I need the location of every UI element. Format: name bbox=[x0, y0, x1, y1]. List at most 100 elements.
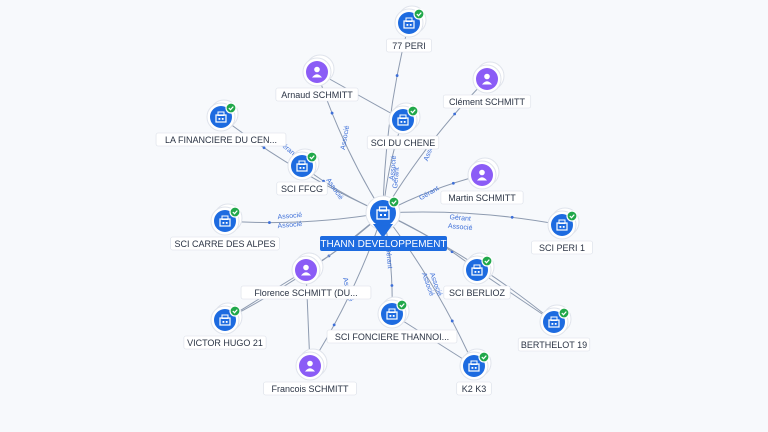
check-icon bbox=[478, 351, 490, 363]
node-label-bg bbox=[442, 94, 532, 109]
center-label: THANN DEVELOPPEMENT bbox=[320, 239, 446, 250]
company-node[interactable]: LA FINANCIERE DU CEN... bbox=[155, 99, 287, 147]
edge-arrow bbox=[268, 221, 271, 224]
node-label-bg bbox=[366, 135, 440, 150]
center-label-bg bbox=[320, 236, 447, 251]
secondary-edge bbox=[476, 269, 555, 323]
node-label-bg bbox=[456, 381, 492, 396]
check-icon bbox=[229, 206, 241, 218]
node-label: Francois SCHMITT bbox=[271, 384, 349, 394]
edge-label: Gérant bbox=[449, 214, 471, 223]
node-label: SCI CARRE DES ALPES bbox=[174, 239, 275, 249]
check-icon bbox=[407, 105, 419, 117]
secondary-edge bbox=[316, 71, 404, 121]
check-icon bbox=[481, 255, 493, 267]
relationship-edge bbox=[224, 212, 384, 224]
edge-label: Associé bbox=[389, 155, 398, 180]
company-node[interactable]: VICTOR HUGO 21 bbox=[183, 302, 267, 350]
building-icon bbox=[468, 360, 480, 372]
edge-label: Associé bbox=[448, 223, 473, 232]
edge-arrow bbox=[510, 215, 514, 219]
edge-arrow bbox=[262, 146, 266, 150]
node-label: Florence SCHMITT (DU... bbox=[254, 288, 357, 298]
node-label-bg bbox=[275, 87, 359, 102]
company-node[interactable]: SCI FONCIERE THANNOI... bbox=[326, 296, 458, 344]
company-node[interactable]: SCI CARRE DES ALPES bbox=[170, 203, 280, 251]
node-label: SCI FONCIERE THANNOI... bbox=[335, 332, 449, 342]
person-icon bbox=[301, 264, 311, 276]
edge-arrow bbox=[395, 74, 399, 77]
company-node[interactable]: SCI BERLIOZ bbox=[443, 252, 511, 300]
edge-arrow bbox=[390, 284, 394, 287]
node-label-bg bbox=[276, 181, 328, 196]
person-icon bbox=[312, 66, 322, 78]
node-label: K2 K3 bbox=[462, 384, 487, 394]
person-node[interactable]: Martin SCHMITT bbox=[440, 157, 524, 205]
building-icon bbox=[556, 219, 568, 231]
company-node[interactable]: BERTHELOT 19 bbox=[517, 304, 591, 352]
edge-label: Gérant bbox=[392, 167, 401, 189]
company-node[interactable]: SCI PERI 1 bbox=[531, 207, 593, 255]
edge-label: Associé bbox=[340, 125, 351, 150]
company-node[interactable]: K2 K3 bbox=[456, 348, 492, 396]
edge-label: Gérant bbox=[418, 185, 440, 202]
check-icon bbox=[306, 151, 318, 163]
person-node[interactable]: Clément SCHMITT bbox=[442, 61, 532, 109]
node-label-bg bbox=[240, 285, 372, 300]
building-icon bbox=[215, 111, 227, 123]
node-label: VICTOR HUGO 21 bbox=[187, 338, 263, 348]
edge-arrow bbox=[450, 319, 454, 323]
company-node[interactable]: SCI FFCG bbox=[276, 148, 328, 196]
building-icon bbox=[376, 206, 390, 220]
check-icon bbox=[388, 196, 400, 208]
edge-label: Gérant bbox=[384, 247, 393, 269]
person-icon bbox=[305, 360, 315, 372]
building-icon bbox=[471, 264, 483, 276]
building-icon bbox=[219, 215, 231, 227]
node-label-bg bbox=[326, 329, 458, 344]
person-node[interactable]: Florence SCHMITT (DU... bbox=[240, 252, 372, 300]
node-label: BERTHELOT 19 bbox=[521, 340, 587, 350]
node-label-bg bbox=[531, 240, 593, 255]
building-icon bbox=[296, 160, 308, 172]
node-label-bg bbox=[170, 236, 280, 251]
node-label: 77 PERI bbox=[392, 41, 426, 51]
node-label: SCI PERI 1 bbox=[539, 243, 585, 253]
building-icon bbox=[397, 114, 409, 126]
person-node[interactable]: Arnaud SCHMITT bbox=[275, 54, 359, 102]
company-node[interactable]: SCI DU CHENE bbox=[366, 102, 440, 150]
node-label: SCI BERLIOZ bbox=[449, 288, 506, 298]
relationship-edge bbox=[382, 212, 475, 367]
building-icon bbox=[548, 316, 560, 328]
relationship-edge bbox=[382, 211, 563, 226]
check-icon bbox=[229, 305, 241, 317]
node-label: Martin SCHMITT bbox=[448, 193, 516, 203]
node-label-bg bbox=[155, 132, 287, 147]
check-icon bbox=[413, 8, 425, 20]
person-icon bbox=[477, 169, 487, 181]
building-icon bbox=[403, 17, 415, 29]
person-node[interactable]: Francois SCHMITT bbox=[263, 348, 357, 396]
person-icon bbox=[482, 73, 492, 85]
node-label-bg bbox=[386, 38, 432, 53]
edge-label: Associé bbox=[277, 221, 302, 230]
center-node[interactable]: THANN DEVELOPPEMENT bbox=[320, 195, 447, 251]
check-icon bbox=[396, 299, 408, 311]
building-icon bbox=[219, 314, 231, 326]
node-label-bg bbox=[440, 190, 524, 205]
node-label: Clément SCHMITT bbox=[449, 97, 526, 107]
check-icon bbox=[558, 307, 570, 319]
node-label: LA FINANCIERE DU CEN... bbox=[165, 135, 277, 145]
node-label-bg bbox=[263, 381, 357, 396]
edge-arrow bbox=[330, 111, 334, 115]
company-node[interactable]: 77 PERI bbox=[386, 5, 432, 53]
building-icon bbox=[386, 308, 398, 320]
edge-label: Associé bbox=[277, 212, 302, 221]
check-icon bbox=[225, 102, 237, 114]
graph-nodes: 77 PERI Arnaud SCHMITT Clément SCHMITT LA F… bbox=[155, 5, 593, 396]
check-icon bbox=[566, 210, 578, 222]
edge-arrow bbox=[451, 181, 455, 185]
node-label: SCI DU CHENE bbox=[371, 138, 436, 148]
center-node-pointer bbox=[373, 224, 393, 238]
